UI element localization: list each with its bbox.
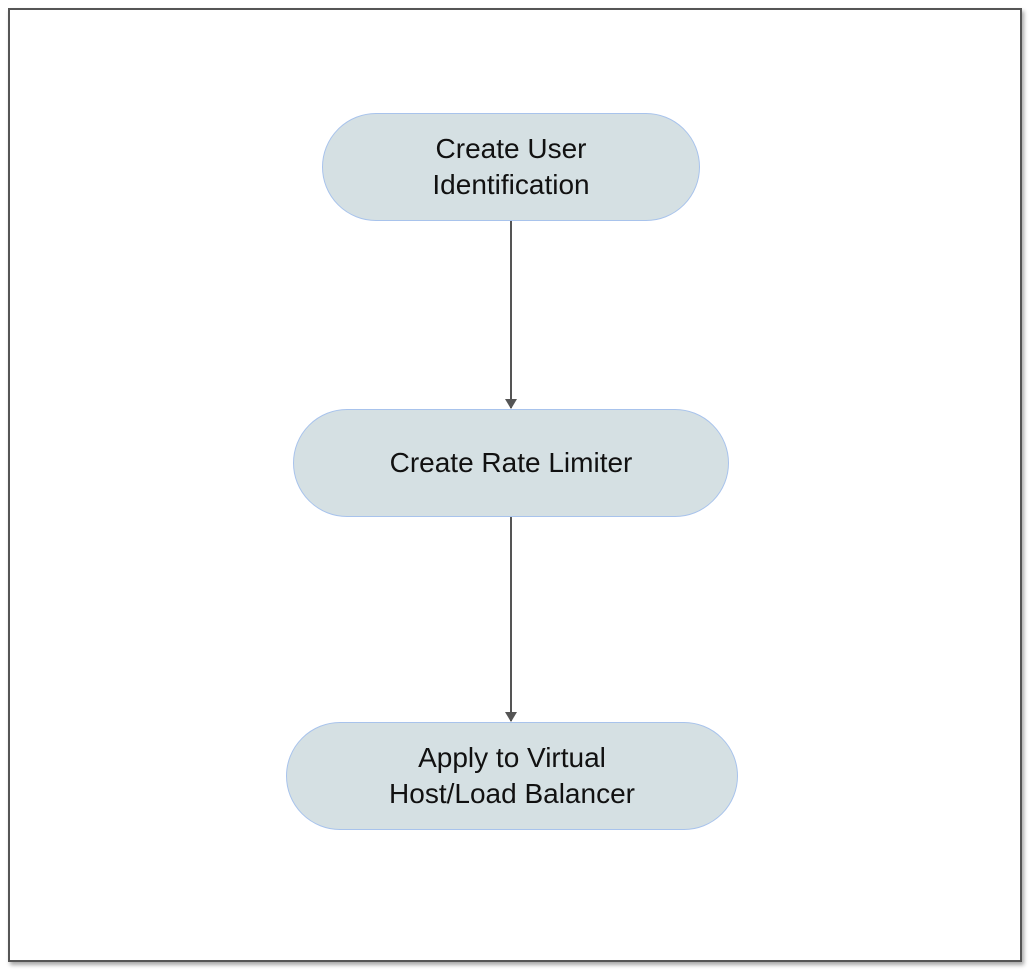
- node-create-rate-limiter[interactable]: Create Rate Limiter: [293, 409, 729, 517]
- node-label: Create Rate Limiter: [389, 447, 633, 478]
- node-label: Apply to Virtual Host/Load Balancer: [389, 742, 635, 809]
- node-label: Create User Identification: [432, 133, 590, 200]
- node-apply-to-virtual-host[interactable]: Apply to Virtual Host/Load Balancer: [286, 722, 738, 830]
- node-create-user-identification[interactable]: Create User Identification: [322, 113, 700, 221]
